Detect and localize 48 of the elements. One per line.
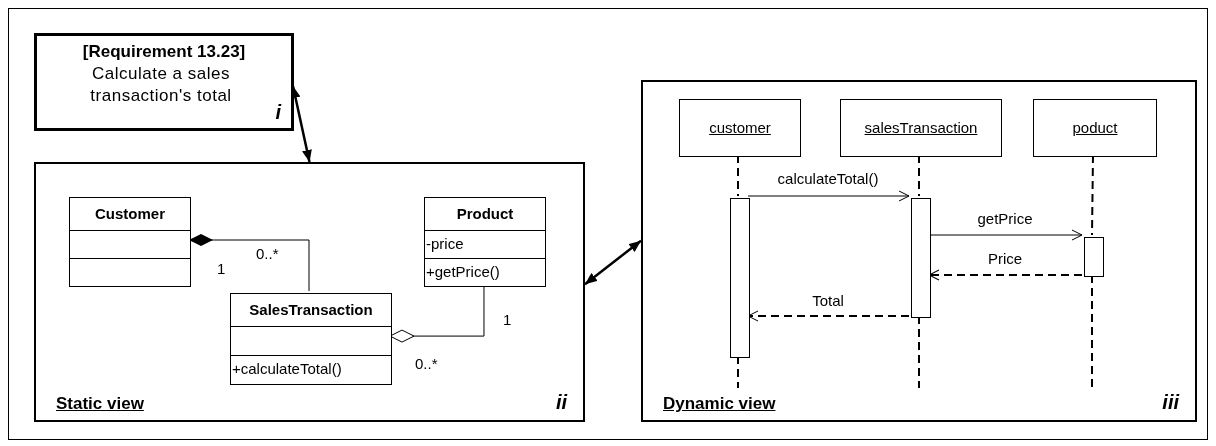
panel-title: Dynamic view: [663, 394, 776, 414]
line: [1091, 154, 1094, 236]
object-box: [679, 99, 801, 157]
edge-label: getPrice: [975, 210, 1035, 227]
activation-bar: [911, 198, 931, 318]
line: [918, 154, 920, 197]
view-panel: [641, 80, 1197, 422]
object-name: salesTransaction: [863, 119, 979, 136]
panel-number: i: [275, 101, 281, 124]
panel-number: iii: [1162, 391, 1179, 414]
object-box: [840, 99, 1002, 157]
class-method: +calculateTotal(): [232, 360, 342, 377]
double-arrow: [584, 239, 642, 286]
class-box: [69, 197, 191, 287]
lifeline: [1091, 274, 1093, 389]
object-name: customer: [708, 119, 772, 136]
edge-label: Total: [810, 292, 846, 309]
class-name: SalesTransaction: [248, 301, 374, 318]
panel-title: Static view: [56, 394, 144, 414]
class-name: Product: [455, 205, 515, 222]
class-name: Customer: [94, 205, 166, 222]
note-text: Calculate a sales transaction's total: [89, 63, 233, 107]
activation-bar: [1084, 237, 1104, 277]
arrow: [928, 269, 1083, 281]
edge-label: calculateTotal(): [775, 170, 881, 187]
class-attribute: -price: [426, 235, 464, 252]
view-panel: [34, 162, 585, 422]
requirement-note: [34, 33, 294, 131]
arrow: [928, 229, 1083, 241]
multiplicity-label: 1: [217, 260, 226, 277]
multiplicity-label: 1: [503, 311, 512, 328]
object-name: poduct: [1071, 119, 1119, 136]
activation-bar: [730, 198, 750, 358]
lifeline: [918, 315, 920, 389]
lifeline: [737, 355, 739, 389]
class-box: [230, 293, 392, 385]
object-box: [1033, 99, 1157, 157]
multiplicity-label: 0..*: [415, 355, 438, 372]
association-line: [188, 234, 310, 292]
arrow: [747, 190, 910, 202]
arrow: [747, 310, 910, 322]
line: [737, 154, 739, 197]
panel-number: ii: [555, 391, 567, 414]
note-heading: [Requirement 13.23]: [81, 42, 247, 62]
class-method: +getPrice(): [426, 263, 500, 280]
association-line: [389, 284, 485, 343]
class-box: [424, 197, 546, 287]
multiplicity-label: 0..*: [256, 245, 279, 262]
